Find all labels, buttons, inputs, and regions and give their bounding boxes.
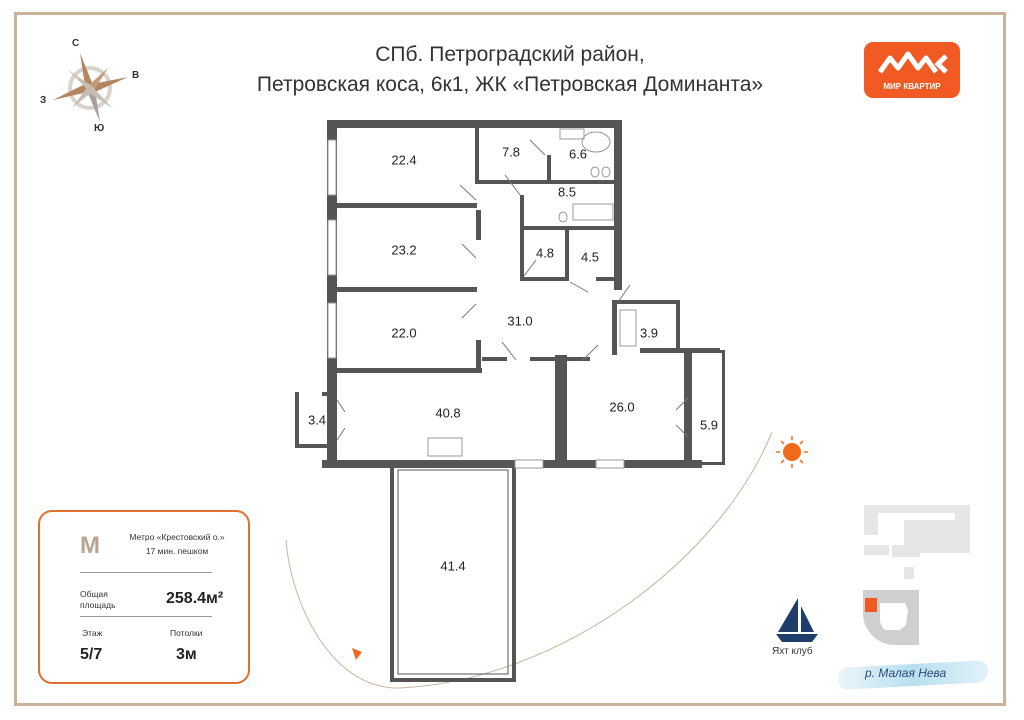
room-area-label: 40.8 [435, 405, 461, 421]
room-area-label: 41.4 [440, 558, 466, 574]
info-card: M Метро «Крестовский о.» 17 мин. пешком … [38, 510, 250, 684]
river-label: р. Малая Нева [865, 666, 947, 680]
metro-walk-time: 17 мин. пешком [145, 546, 209, 556]
floor-value: 5/7 [80, 646, 103, 663]
room-area-label: 5.9 [699, 417, 719, 433]
sailboat-icon [776, 598, 818, 642]
ceiling-value: 3м [176, 646, 197, 663]
room-area-label: 8.5 [557, 184, 577, 200]
room-area-label: 6.6 [568, 146, 588, 162]
yacht-club-label: Яхт клуб [772, 646, 813, 657]
sun-icon [776, 436, 808, 468]
compass-south-label: Ю [94, 123, 105, 134]
arrow-icon [352, 648, 362, 660]
ceiling-label: Потолки [170, 628, 203, 638]
floor-label: Этаж [82, 628, 103, 638]
title-line-2: Петровская коса, 6к1, ЖК «Петровская Дом… [256, 73, 764, 96]
company-logo: МИР КВАРТИР [864, 42, 960, 98]
room-area-label: 23.2 [391, 242, 417, 258]
room-area-label: 31.0 [507, 313, 533, 329]
sun-path-arc [285, 431, 773, 689]
compass-rose-icon [53, 53, 128, 122]
title-line-1: СПб. Петроградский район, [375, 43, 645, 66]
logo-text: МИР КВАРТИР [883, 82, 941, 91]
metro-icon: M [80, 532, 100, 559]
area-value: 258.4м² [166, 590, 224, 607]
room-area-label: 22.0 [391, 325, 417, 341]
moon-icon [279, 512, 292, 538]
fixtures [558, 128, 637, 347]
divider [80, 572, 212, 573]
room-area-label: 4.8 [535, 245, 555, 261]
doors [336, 139, 689, 441]
logo-mark-icon [877, 51, 948, 74]
room-area-label: 22.4 [391, 152, 417, 168]
room-area-label: 3.9 [639, 325, 659, 341]
room-area-label: 26.0 [609, 399, 635, 415]
site-map [863, 505, 970, 645]
compass-north-label: С [72, 38, 80, 49]
metro-info: Метро «Крестовский о.» 17 мин. пешком [112, 530, 242, 558]
metro-station: Метро «Крестовский о.» [129, 532, 225, 542]
page-frame [14, 12, 1006, 706]
compass-west-label: З [40, 95, 47, 106]
divider [80, 616, 212, 617]
room-area-label: 4.5 [580, 249, 600, 265]
compass-east-label: В [132, 70, 140, 81]
area-label-line2: площадь [80, 600, 116, 610]
windows [327, 139, 625, 469]
room-area-label: 3.4 [307, 412, 327, 428]
room-area-label: 7.8 [501, 144, 521, 160]
area-label-line1: Общая [80, 589, 108, 599]
area-label: Общая площадь [80, 589, 116, 611]
page-title: СПб. Петроградский район, Петровская кос… [200, 40, 820, 100]
walls [295, 120, 725, 468]
